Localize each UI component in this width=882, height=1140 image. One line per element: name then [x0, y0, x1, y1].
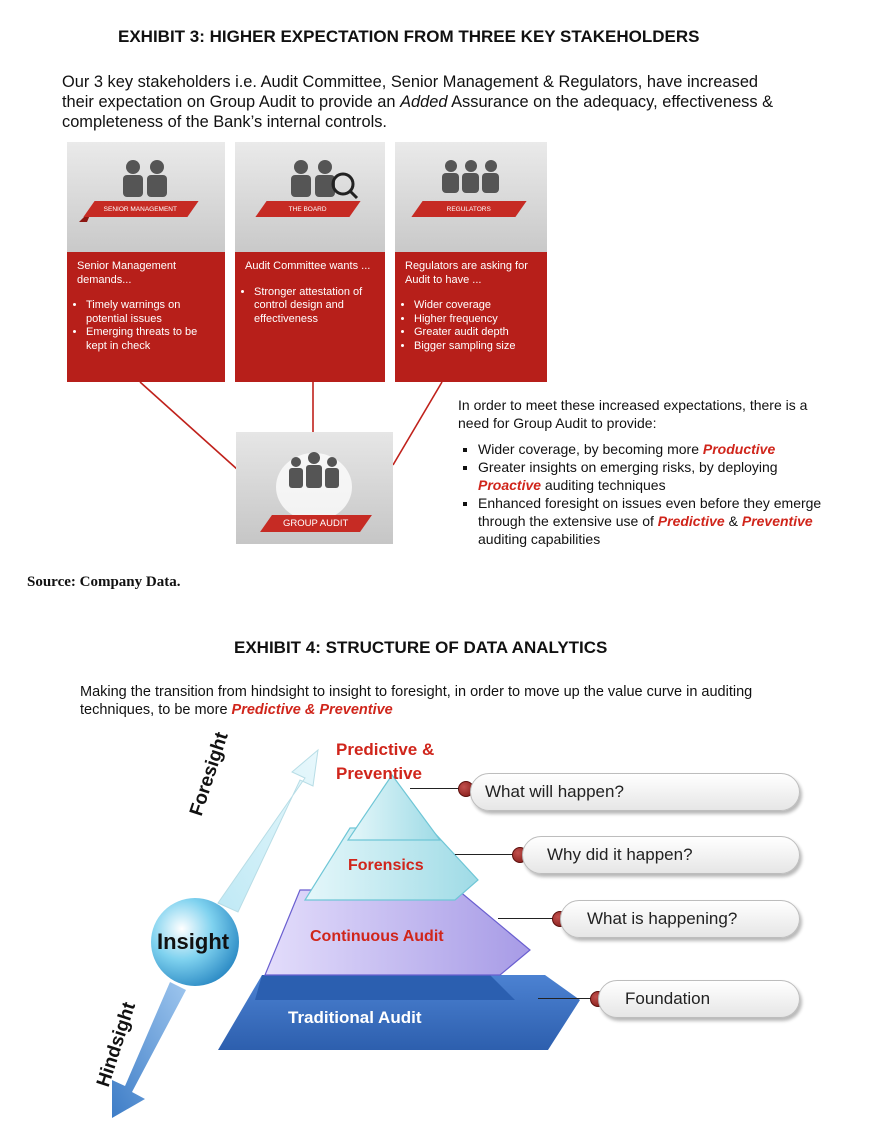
stakeholder-panel-board: THE BOARD Audit Committee wants ... Stro…	[235, 142, 385, 382]
traditional-audit-label: Traditional Audit	[288, 1008, 422, 1027]
need-item: Wider coverage, by becoming more Product…	[478, 440, 833, 458]
need-item: Greater insights on emerging risks, by d…	[478, 458, 833, 494]
exhibit-4-intro: Making the transition from hindsight to …	[80, 683, 800, 719]
panel-body: Audit Committee wants ... Stronger attes…	[235, 252, 385, 382]
list-item: Higher frequency	[414, 313, 537, 327]
intro-emphasis: Predictive & Preventive	[231, 702, 393, 718]
question-pill: What is happening?	[560, 900, 800, 938]
panel-body: Senior Management demands... Timely warn…	[67, 252, 225, 382]
magnifier-people-icon	[291, 160, 359, 200]
exhibit-3-title: EXHIBIT 3: HIGHER EXPECTATION FROM THREE…	[118, 27, 700, 46]
source-note: Source: Company Data.	[27, 574, 181, 590]
top-level-line: Preventive	[336, 764, 422, 783]
connector	[455, 854, 518, 855]
need-text-part: auditing capabilities	[478, 531, 601, 547]
forensics-label: Forensics	[348, 857, 424, 874]
intro-italic: Added	[400, 93, 448, 111]
list-item: Bigger sampling size	[414, 340, 537, 354]
panel-graphic	[395, 142, 547, 252]
group-audit-icon	[276, 452, 352, 521]
top-level-label: Predictive & Preventive	[336, 738, 434, 786]
need-intro: In order to meet these increased expecta…	[458, 397, 808, 431]
need-emphasis: Preventive	[741, 513, 813, 529]
connector	[498, 918, 558, 919]
question-text: What will happen?	[485, 782, 624, 801]
panel-graphic	[235, 142, 385, 252]
question-pill: Foundation	[598, 980, 800, 1018]
question-pill: Why did it happen?	[522, 836, 800, 874]
continuous-audit-label: Continuous Audit	[310, 928, 444, 945]
panel-body: Regulators are asking for Audit to have …	[395, 252, 547, 382]
connector-lines	[139, 381, 443, 471]
insight-label: Insight	[157, 929, 230, 954]
need-text-part: auditing techniques	[541, 477, 666, 493]
intro-text-end: Assurance on the adequacy, effectiveness…	[62, 93, 774, 131]
list-item: Greater audit depth	[414, 326, 537, 340]
intro-text: Making the transition from hindsight to …	[80, 684, 753, 718]
regulators-icon	[442, 160, 499, 193]
group-audit-label: GROUP AUDIT	[283, 518, 349, 529]
panel-lead: Regulators are asking for Audit to have …	[405, 260, 528, 286]
question-pill: What will happen?	[470, 773, 800, 811]
need-item: Enhanced foresight on issues even before…	[478, 494, 833, 548]
list-item: Timely warnings on potential issues	[86, 299, 215, 326]
need-text: In order to meet these increased expecta…	[458, 396, 833, 548]
stakeholder-panel-senior-management: SENIOR MANAGEMENT Senior Management dema…	[67, 142, 225, 382]
list-item: Wider coverage	[414, 299, 537, 313]
need-text-part: Enhanced foresight on issues even before…	[478, 495, 822, 529]
need-emphasis: Predictive	[657, 513, 725, 529]
need-emphasis: Proactive	[478, 477, 542, 493]
need-text-part: &	[724, 513, 742, 529]
question-text: Foundation	[625, 989, 711, 1008]
pyramid-diagram	[112, 748, 580, 1118]
top-level-line: Predictive &	[336, 740, 435, 759]
question-text: What is happening?	[587, 909, 738, 928]
need-text-part: Greater insights on emerging risks, by d…	[478, 459, 778, 475]
list-item: Emerging threats to be kept in check	[86, 326, 215, 353]
intro-text: Our 3 key stakeholders i.e. Audit Commit…	[62, 73, 759, 111]
group-audit-banner: GROUP AUDIT	[260, 515, 372, 532]
exhibit-3-intro: Our 3 key stakeholders i.e. Audit Commit…	[62, 72, 792, 132]
need-text-part: Wider coverage, by becoming more	[478, 441, 703, 457]
question-text: Why did it happen?	[547, 845, 693, 864]
panel-lead: Audit Committee wants ...	[245, 260, 371, 272]
connector	[538, 998, 596, 999]
list-item: Stronger attestation of control design a…	[254, 286, 375, 327]
group-audit-box: GROUP AUDIT	[236, 432, 393, 544]
connector	[410, 788, 464, 789]
exhibit-4-title: EXHIBIT 4: STRUCTURE OF DATA ANALYTICS	[234, 638, 608, 657]
need-emphasis: Productive	[702, 441, 776, 457]
stakeholder-panel-regulators: REGULATORS Regulators are asking for Aud…	[395, 142, 547, 382]
panel-lead: Senior Management demands...	[77, 260, 177, 286]
